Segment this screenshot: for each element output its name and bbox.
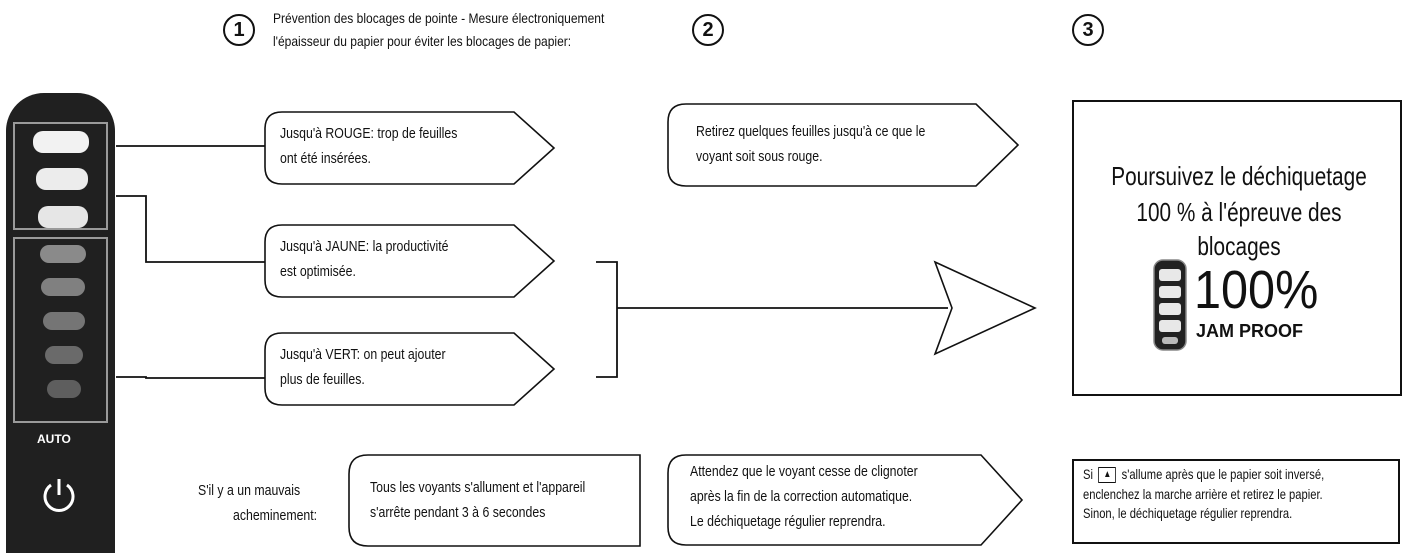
led-2 <box>36 168 88 190</box>
green-zone-frame <box>13 237 108 423</box>
led-5 <box>41 278 85 296</box>
green-box-shape <box>264 332 556 406</box>
remove-box-shape <box>667 103 1020 187</box>
wait-text-3: Le déchiquetage régulier reprendra. <box>690 513 886 530</box>
allon-text-1: Tous les voyants s'allument et l'apparei… <box>370 479 586 496</box>
allon-box-shape <box>348 454 641 547</box>
allon-text-2: s'arrête pendant 3 à 6 secondes <box>370 504 546 521</box>
reverse-note-box: Si ▲ s'allume après que le papier soit i… <box>1072 459 1400 544</box>
led-4 <box>40 245 86 263</box>
wait-text-2: après la fin de la correction automatiqu… <box>690 488 913 505</box>
result-title-1: Poursuivez le déchiquetage <box>1111 161 1367 191</box>
reverse-icon: ▲ <box>1098 467 1117 484</box>
led-6 <box>43 312 85 330</box>
step-1-badge: 1 <box>223 14 255 46</box>
green-text-1: Jusqu'à VERT: on peut ajouter <box>280 346 446 363</box>
jam-proof-label: JAM PROOF <box>1196 321 1304 341</box>
wait-text-1: Attendez que le voyant cesse de clignote… <box>690 463 918 480</box>
yellow-box-shape <box>264 224 556 298</box>
red-zone-frame <box>13 122 108 230</box>
power-icon[interactable] <box>38 474 80 516</box>
misfeed-label-1: S'il y a un mauvais <box>198 482 301 499</box>
auto-label: AUTO <box>37 432 71 446</box>
percent-label: 100% <box>1194 260 1319 320</box>
big-arrow <box>933 260 1037 356</box>
led-8 <box>47 380 81 398</box>
remove-text-1: Retirez quelques feuilles jusqu'à ce que… <box>696 123 926 140</box>
red-box-shape <box>264 111 556 185</box>
note-text-3: Sinon, le déchiquetage régulier reprendr… <box>1083 505 1293 521</box>
led-7 <box>45 346 83 364</box>
red-text-1: Jusqu'à ROUGE: trop de feuilles <box>280 125 458 142</box>
wait-box-shape <box>667 454 1024 546</box>
step-2-badge: 2 <box>692 14 724 46</box>
yellow-text-1: Jusqu'à JAUNE: la productivité <box>280 238 449 255</box>
green-text-2: plus de feuilles. <box>280 371 365 388</box>
result-title-2: 100 % à l'épreuve des blocages <box>1136 197 1342 261</box>
led-3 <box>38 206 88 228</box>
header-line-2: l'épaisseur du papier pour éviter les bl… <box>273 33 572 49</box>
step-3-badge: 3 <box>1072 14 1104 46</box>
misfeed-label-2: acheminement: <box>233 507 318 524</box>
remove-text-2: voyant soit sous rouge. <box>696 148 823 165</box>
note-text-2: enclenchez la marche arrière et retirez … <box>1083 486 1323 502</box>
red-text-2: ont été insérées. <box>280 150 371 167</box>
yellow-text-2: est optimisée. <box>280 263 356 280</box>
jam-proof-icon <box>1153 259 1187 351</box>
note-text-1b: s'allume après que le papier soit invers… <box>1121 466 1325 482</box>
note-text-1a: Si <box>1083 466 1093 482</box>
led-1 <box>33 131 89 153</box>
header-line-1: Prévention des blocages de pointe - Mesu… <box>273 10 605 26</box>
result-box: Poursuivez le déchiquetage 100 % à l'épr… <box>1072 100 1402 396</box>
